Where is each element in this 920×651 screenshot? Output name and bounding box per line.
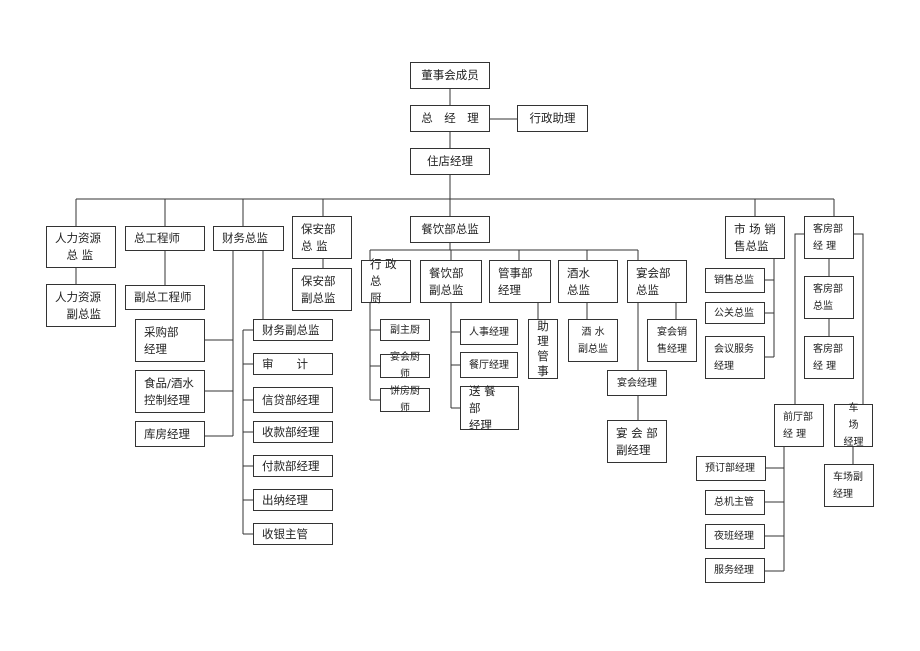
node-conference-manager: 会议服务 经理: [705, 336, 765, 379]
node-stewarding-manager: 管事部 经理: [489, 260, 551, 303]
node-beverage-director: 酒水 总监: [558, 260, 618, 303]
node-security-deputy: 保安部 副总监: [292, 268, 352, 311]
node-payments-manager: 付款部经理: [253, 455, 333, 477]
node-fb-director: 餐饮部总监: [410, 216, 490, 243]
node-sous-chef: 副主厨: [380, 319, 430, 341]
node-admin-assistant: 行政助理: [517, 105, 588, 132]
node-personnel-manager: 人事经理: [460, 319, 518, 345]
node-banquet-chef: 宴会厨师: [380, 352, 430, 380]
node-service-manager: 服务经理: [705, 558, 765, 583]
node-cashier-supervisor: 收银主管: [253, 523, 333, 545]
node-warehouse-manager: 库房经理: [135, 421, 205, 447]
node-audit: 审 计: [253, 353, 333, 375]
node-operator-supervisor: 总机主管: [705, 490, 765, 515]
node-parking-manager: 车 场 经理: [834, 403, 873, 448]
node-purchasing-manager: 采购部 经理: [135, 319, 205, 362]
node-cashier-manager: 出纳经理: [253, 489, 333, 511]
node-hr-director: 人力资源 总 监: [46, 226, 116, 268]
node-resident-manager: 住店经理: [410, 148, 490, 175]
node-hr-deputy: 人力资源 副总监: [46, 284, 116, 327]
node-security-director: 保安部 总 监: [292, 216, 352, 259]
node-rooms-manager-top: 客房部 经 理: [804, 216, 854, 259]
node-sales-marketing-director: 市 场 销 售总监: [725, 216, 785, 259]
node-beverage-deputy: 酒 水 副总监: [568, 319, 618, 362]
node-night-manager: 夜班经理: [705, 524, 765, 549]
node-chief-engineer: 总工程师: [125, 226, 205, 251]
node-fb-deputy: 餐饮部 副总监: [420, 260, 482, 303]
node-banquet-manager: 宴会经理: [607, 370, 667, 396]
node-board: 董事会成员: [410, 62, 490, 89]
node-restaurant-manager: 餐厅经理: [460, 352, 518, 378]
node-receipts-manager: 收款部经理: [253, 421, 333, 443]
node-general-manager: 总 经 理: [410, 105, 490, 132]
node-pastry-chef: 饼房厨师: [380, 386, 430, 414]
node-room-service-manager: 送 餐 部 经理: [460, 384, 519, 432]
node-deputy-chief-engineer: 副总工程师: [125, 285, 205, 310]
node-food-beverage-control: 食品/酒水 控制经理: [135, 370, 205, 413]
node-finance-director: 财务总监: [213, 226, 284, 251]
node-front-office-manager: 前厅部 经 理: [774, 404, 824, 447]
node-reservations-manager: 预订部经理: [696, 456, 766, 481]
node-assistant-steward: 助 理 管 事: [528, 319, 558, 379]
node-banquet-director: 宴会部 总监: [627, 260, 687, 303]
node-rooms-manager: 客房部 经 理: [804, 336, 854, 379]
node-sales-director: 销售总监: [705, 268, 765, 293]
node-credit-manager: 信贷部经理: [253, 387, 333, 413]
node-finance-deputy: 财务副总监: [253, 319, 333, 341]
node-parking-deputy: 车场副 经理: [824, 464, 874, 507]
node-rooms-director: 客房部 总监: [804, 276, 854, 319]
node-banquet-deputy-manager: 宴 会 部 副经理: [607, 420, 667, 463]
node-executive-chef: 行 政 总 厨: [361, 257, 411, 305]
node-banquet-sales-manager: 宴会销 售经理: [647, 319, 697, 362]
node-pr-director: 公关总监: [705, 302, 765, 324]
